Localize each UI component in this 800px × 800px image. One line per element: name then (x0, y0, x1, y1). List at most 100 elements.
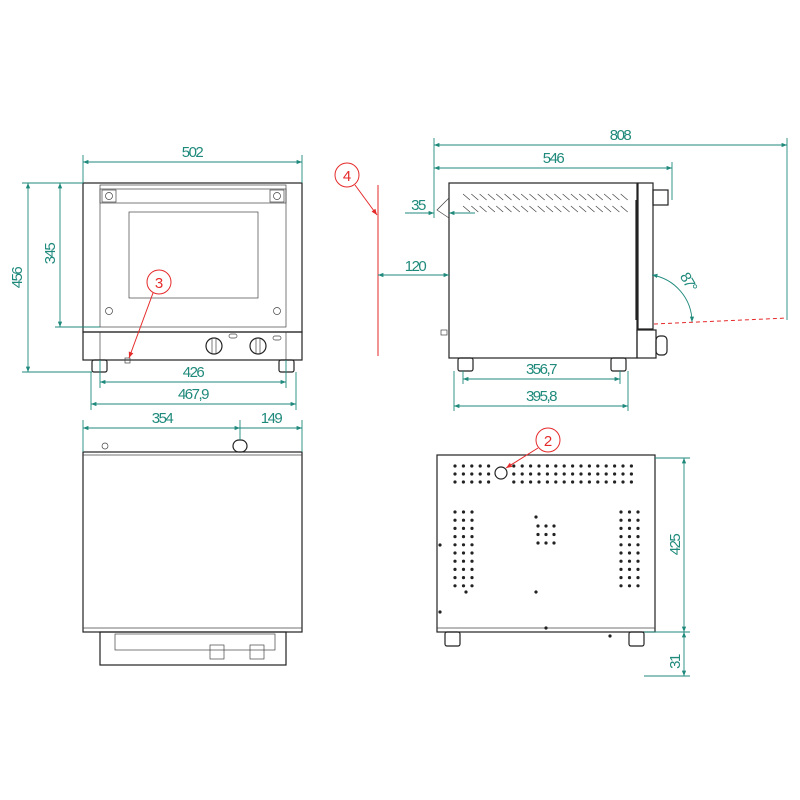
vent-hole (629, 472, 634, 476)
vent-hole (604, 464, 608, 468)
vent-hole (536, 541, 540, 545)
foot (610, 357, 627, 372)
vent-slot (554, 193, 562, 201)
vent-hole (636, 567, 640, 572)
vent-slot (512, 205, 521, 213)
vent-slot (504, 193, 512, 201)
vent-hole (453, 584, 457, 588)
vent-hole (636, 526, 640, 531)
vent-hole (636, 576, 640, 580)
vent-hole (552, 532, 556, 537)
vent-hole (453, 559, 457, 563)
vent-hole (629, 480, 634, 484)
vent-hole (627, 518, 632, 522)
front-view: 502 456 345 426 467,9 3 (9, 144, 303, 410)
vent-hole (636, 543, 640, 547)
dim-feet-inner: 426 (183, 364, 205, 381)
vent-slot (612, 205, 620, 213)
vent-hole (571, 480, 575, 484)
vent-slot (570, 193, 579, 201)
top-view: 354 149 (82, 410, 303, 666)
vent-slot (595, 205, 604, 213)
dim-depth: 546 (543, 150, 565, 167)
dim-door-angle: 87° (676, 270, 701, 296)
vent-hole (627, 510, 632, 514)
vent-hole (562, 472, 566, 476)
vent-hole (627, 551, 632, 555)
vent-slot (479, 193, 487, 201)
vent-hole (461, 535, 466, 539)
dim-wall-clearance: 120 (405, 258, 427, 275)
vent-slot (462, 205, 471, 213)
vent-hole (627, 535, 632, 539)
knob-icon (249, 337, 267, 355)
vent-hole (470, 535, 474, 539)
door-window (128, 211, 259, 299)
vent-slot (595, 193, 604, 201)
vent-hole (554, 472, 558, 476)
vent-hole (613, 464, 617, 468)
dim-height-total: 456 (9, 267, 26, 289)
vent-hole (453, 543, 457, 547)
vent-hole (453, 526, 457, 531)
vent-hole (478, 480, 482, 484)
vent-hole (453, 518, 457, 522)
vent-slot (562, 205, 570, 213)
vent-hole (604, 472, 608, 476)
vent-slot (545, 193, 554, 201)
door-side (637, 182, 654, 330)
dim-depth-open: 808 (610, 127, 632, 144)
vent-hole (579, 464, 583, 468)
dim-offset: 35 (411, 197, 426, 214)
dim-width: 502 (182, 144, 204, 161)
vent-hole (461, 518, 466, 522)
vent-hole (453, 480, 457, 484)
dim-height-door: 345 (42, 243, 59, 265)
vent-hole (627, 584, 632, 588)
vent-slot (612, 193, 620, 201)
vent-hole (619, 551, 623, 555)
vent-slot (578, 193, 587, 201)
vent-hole (487, 480, 491, 484)
vent-hole (596, 480, 600, 484)
vent-slot (479, 205, 487, 213)
vent-hole (461, 584, 466, 588)
vent-hole (453, 510, 457, 514)
callout-3 (146, 269, 172, 295)
vent-slot (495, 205, 504, 213)
door-handle (99, 188, 287, 204)
vent-slot (587, 193, 595, 201)
dim-top-right: 149 (261, 410, 283, 427)
vent-slot (620, 205, 628, 213)
vent-slot (587, 205, 595, 213)
vent-slot (570, 205, 579, 213)
vent-slot (512, 193, 521, 201)
vent-hole (534, 590, 538, 594)
foot (628, 631, 645, 647)
vent-hole (579, 480, 583, 484)
dim-top-left: 354 (152, 410, 174, 427)
vent-hole (512, 472, 516, 476)
vent-slot (487, 193, 496, 201)
foot (278, 359, 295, 373)
vent-slot (529, 205, 537, 213)
side-view: 808 546 35 120 87° 356,7 395,8 (378, 127, 788, 411)
vent-hole (478, 472, 482, 476)
vent-hole (470, 584, 474, 588)
vent-hole (529, 472, 533, 476)
vent-hole (619, 567, 623, 572)
dim-feet-outer: 467,9 (178, 386, 209, 403)
vent-hole (438, 610, 442, 614)
vent-hole (562, 464, 566, 468)
vent-slot (462, 193, 471, 201)
vent-hole (470, 567, 474, 572)
vent-hole (587, 464, 592, 468)
vent-slot (529, 193, 537, 201)
callout-4 (334, 162, 360, 188)
door-open-line (653, 317, 788, 325)
vent-hole (619, 526, 623, 531)
vent-hole (512, 464, 516, 468)
vent-hole (627, 543, 632, 547)
vent-hole (461, 576, 466, 580)
